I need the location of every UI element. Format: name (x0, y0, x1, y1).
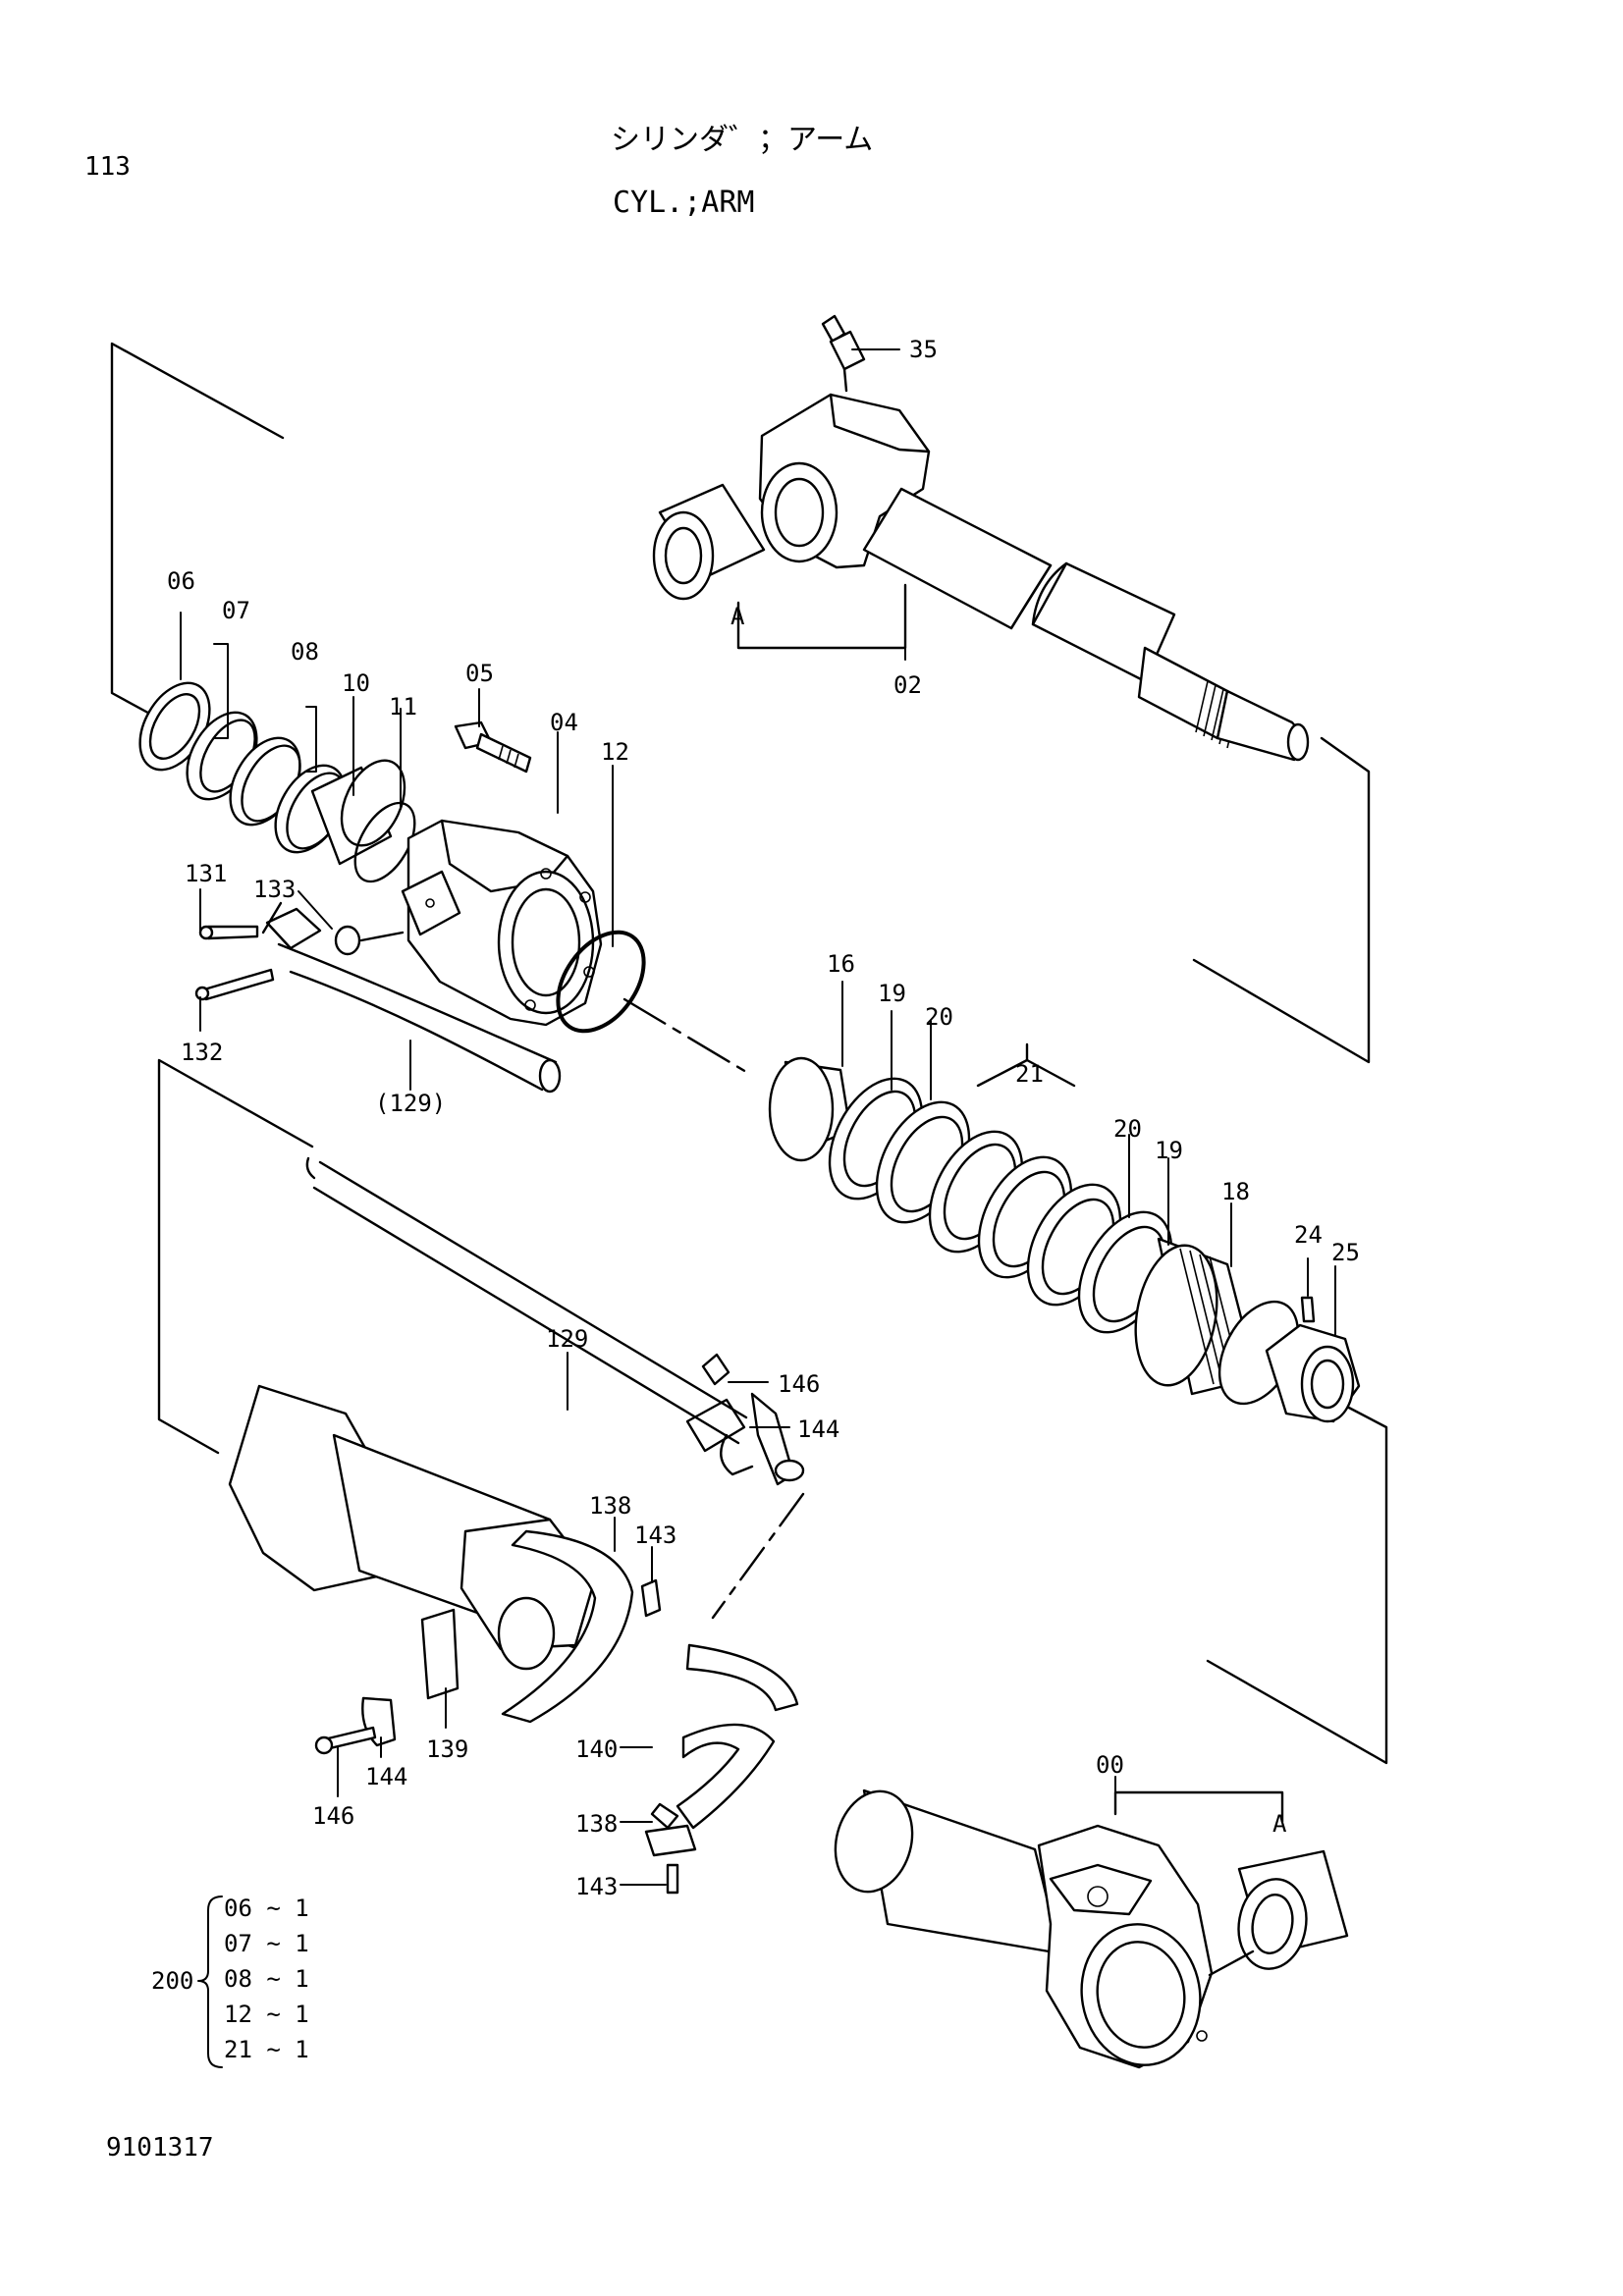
callout-24: 24 (1294, 1221, 1323, 1249)
callout-131: 131 (185, 860, 227, 887)
callout-21: 21 (1015, 1060, 1044, 1088)
callout-25: 25 (1331, 1239, 1360, 1266)
document-number: 9101317 (106, 2133, 214, 2163)
callout-146-b: 146 (312, 1802, 354, 1830)
callout-18: 18 (1221, 1178, 1250, 1205)
kit-item-1: 06 ~ 1 (224, 1895, 309, 1922)
callout-143-a: 143 (634, 1522, 676, 1549)
kit-list: 200 06 ~ 1 07 ~ 1 08 ~ 1 12 ~ 1 21 ~ 1 (151, 1895, 309, 2068)
cylinder-head-group (138, 681, 646, 1094)
callout-11: 11 (389, 693, 417, 721)
kit-item-3: 08 ~ 1 (224, 1965, 309, 1993)
frame-lines (110, 342, 1388, 1765)
callout-146-a: 146 (778, 1370, 820, 1398)
callout-129: 129 (546, 1325, 588, 1353)
cylinder-tube-group (228, 1156, 805, 1895)
callout-05: 05 (465, 660, 494, 687)
piston-rod-assembly (652, 314, 1310, 762)
callout-12: 12 (601, 738, 629, 766)
callout-a-top: A (730, 603, 745, 630)
callout-08: 08 (291, 638, 319, 666)
callout-138-a: 138 (589, 1492, 631, 1520)
piston-assembly (768, 1042, 1361, 1423)
page-number: 113 (84, 152, 131, 182)
callout-132: 132 (181, 1039, 223, 1066)
kit-item-2: 07 ~ 1 (224, 1930, 309, 1957)
callout-20-b: 20 (1113, 1115, 1142, 1143)
callout-04: 04 (550, 709, 578, 736)
callout-35: 35 (909, 336, 938, 363)
kit-item-4: 12 ~ 1 (224, 2001, 309, 2028)
callout-labels: 35 A 02 06 07 08 10 11 05 04 12 131 133 … (167, 336, 1360, 1900)
callout-07: 07 (222, 597, 250, 624)
callout-06: 06 (167, 567, 195, 595)
title-japanese: シリンダ゛；アーム (611, 123, 873, 157)
callout-19-b: 19 (1155, 1137, 1183, 1164)
kit-number: 200 (151, 1967, 193, 1995)
callout-02: 02 (893, 671, 922, 699)
callout-19-a: 19 (878, 980, 906, 1007)
callout-129-paren: (129) (375, 1090, 446, 1117)
kit-item-5: 21 ~ 1 (224, 2036, 309, 2063)
callout-144-b: 144 (365, 1763, 407, 1790)
callout-10: 10 (342, 669, 370, 697)
callout-133: 133 (253, 876, 296, 903)
leader-lines (180, 348, 1336, 1886)
callout-20-a: 20 (925, 1003, 953, 1031)
callout-138-b: 138 (575, 1810, 618, 1838)
callout-00: 00 (1096, 1751, 1124, 1779)
title-english: CYL.;ARM (613, 186, 755, 220)
callout-16: 16 (827, 950, 855, 978)
callout-143-b: 143 (575, 1873, 618, 1900)
callout-140: 140 (575, 1735, 618, 1763)
cylinder-assembly (834, 1789, 1349, 2069)
callout-144-a: 144 (797, 1415, 839, 1443)
callout-139: 139 (426, 1735, 468, 1763)
callout-a-bottom: A (1272, 1810, 1287, 1838)
